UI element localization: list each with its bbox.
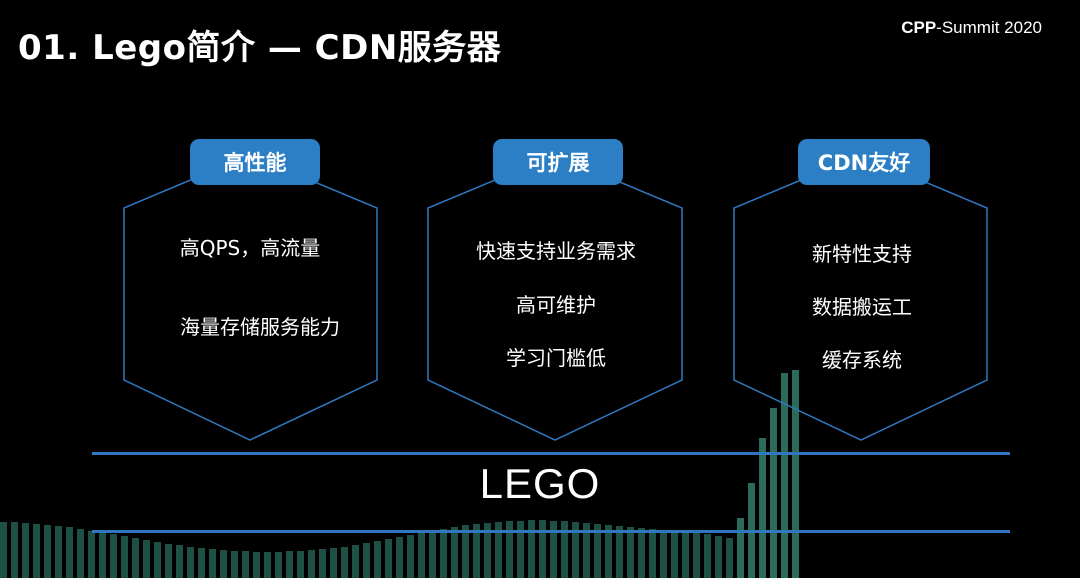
decorative-bar <box>649 529 656 578</box>
decorative-bar <box>462 525 469 578</box>
decorative-bar <box>121 536 128 578</box>
brand-label: CPP-Summit 2020 <box>901 18 1042 38</box>
decorative-bar <box>132 538 139 578</box>
brand-rest: -Summit 2020 <box>936 18 1042 37</box>
feature-item: 缓存系统 <box>822 348 902 372</box>
decorative-bar <box>143 540 150 578</box>
decorative-bar <box>704 534 711 578</box>
decorative-bar <box>539 520 546 578</box>
decorative-bar <box>99 532 106 578</box>
decorative-bar <box>176 545 183 578</box>
badge-cdn-friendly: CDN友好 <box>798 139 930 185</box>
decorative-bar <box>605 525 612 578</box>
decorative-bar <box>429 531 436 578</box>
decorative-bar <box>638 528 645 578</box>
decorative-bar <box>187 547 194 578</box>
decorative-bar <box>154 542 161 578</box>
decorative-bar <box>275 552 282 578</box>
badge-extensible: 可扩展 <box>493 139 623 185</box>
decorative-bar <box>286 551 293 578</box>
decorative-bar <box>616 526 623 578</box>
feature-item: 学习门槛低 <box>506 346 606 370</box>
decorative-bar <box>242 551 249 578</box>
decorative-bar <box>418 533 425 578</box>
decorative-bar <box>33 524 40 578</box>
decorative-bar <box>198 548 205 578</box>
decorative-bar <box>22 523 29 578</box>
badge-high-performance: 高性能 <box>190 139 320 185</box>
decorative-bar <box>671 531 678 578</box>
decorative-bar <box>330 548 337 578</box>
decorative-bar <box>550 521 557 578</box>
decorative-bar <box>88 531 95 578</box>
decorative-bar <box>484 523 491 578</box>
decorative-bar <box>627 527 634 578</box>
decorative-bar <box>528 520 535 578</box>
brand-bold: CPP <box>901 18 937 37</box>
hexagon-cdn-friendly <box>733 154 988 441</box>
hexagon-extensible <box>427 154 683 441</box>
decorative-bar <box>715 536 722 578</box>
lego-label: LEGO <box>479 460 601 507</box>
lego-top-line <box>92 452 1010 455</box>
feature-item: 数据搬运工 <box>812 295 912 319</box>
lego-bottom-line <box>92 530 1010 533</box>
decorative-bar <box>0 522 7 578</box>
decorative-bar <box>374 541 381 578</box>
decorative-bar <box>792 370 799 578</box>
decorative-bar <box>77 529 84 578</box>
decorative-bar <box>594 524 601 578</box>
decorative-bar <box>781 373 788 578</box>
slide-title: 01. Lego简介 — CDN服务器 <box>18 28 502 68</box>
decorative-bar <box>341 547 348 578</box>
decorative-bar <box>583 523 590 578</box>
decorative-bar <box>473 524 480 578</box>
decorative-bar <box>11 522 18 578</box>
decorative-bar <box>319 549 326 578</box>
decorative-bar <box>506 521 513 578</box>
decorative-bar <box>407 535 414 578</box>
decorative-bar <box>737 518 744 578</box>
decorative-bar <box>165 544 172 578</box>
decorative-bar <box>231 551 238 578</box>
feature-item: 海量存储服务能力 <box>180 315 340 339</box>
decorative-bar <box>759 438 766 578</box>
feature-item: 新特性支持 <box>812 242 912 266</box>
decorative-bar <box>572 522 579 578</box>
decorative-bar <box>770 408 777 578</box>
decorative-bar <box>308 550 315 578</box>
decorative-bar <box>561 521 568 578</box>
decorative-bar <box>55 526 62 578</box>
decorative-bar <box>682 532 689 578</box>
decorative-bar <box>495 522 502 578</box>
decorative-bar <box>209 549 216 578</box>
decorative-bar <box>44 525 51 578</box>
decorative-bar <box>440 529 447 578</box>
decorative-bar <box>66 527 73 578</box>
feature-item: 高可维护 <box>516 293 596 317</box>
decorative-bar <box>451 527 458 578</box>
decorative-bar-graphic <box>0 358 1080 578</box>
hexagon-high-performance <box>123 154 378 441</box>
decorative-bar <box>220 550 227 578</box>
decorative-bar <box>297 551 304 578</box>
decorative-bar <box>264 552 271 578</box>
decorative-bar <box>352 545 359 578</box>
decorative-bar <box>110 534 117 578</box>
decorative-bar <box>660 530 667 578</box>
feature-item: 高QPS，高流量 <box>179 236 321 260</box>
decorative-bar <box>396 537 403 578</box>
decorative-bar <box>363 543 370 578</box>
decorative-bar <box>385 539 392 578</box>
decorative-bar <box>517 521 524 578</box>
feature-item: 快速支持业务需求 <box>476 239 636 263</box>
decorative-bar <box>693 533 700 578</box>
decorative-bar <box>253 552 260 578</box>
decorative-bar <box>726 538 733 578</box>
